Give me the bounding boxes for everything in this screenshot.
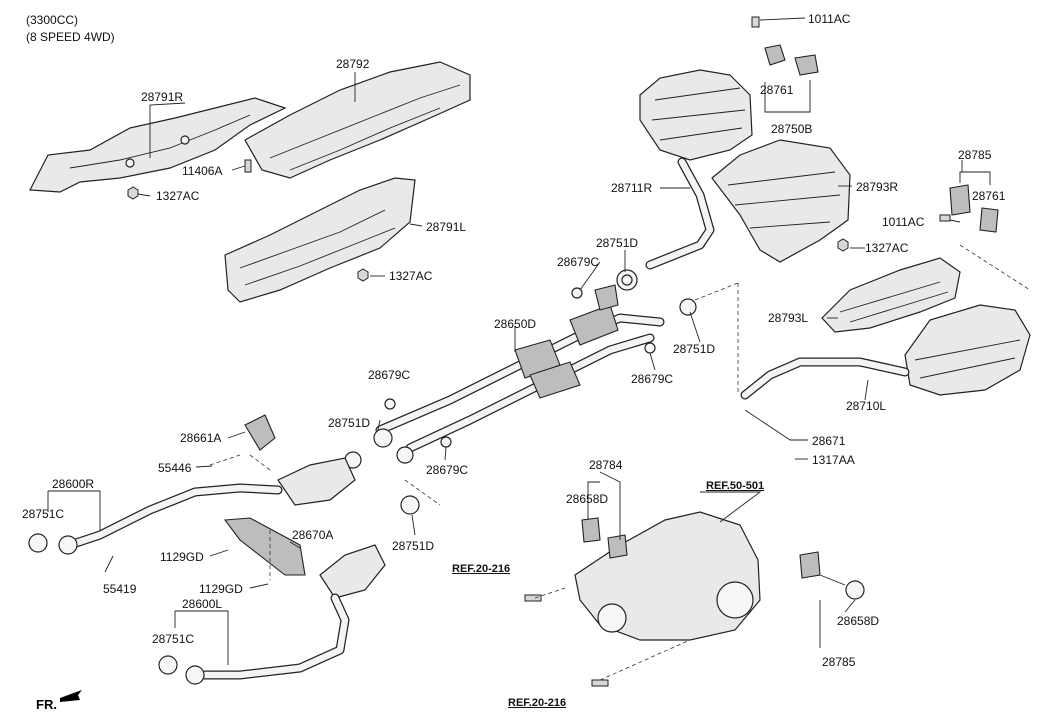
heat-shield-28792 <box>244 61 471 179</box>
reference-link-50-501[interactable]: REF.50-501 <box>706 480 765 492</box>
part-label-1327AC: 1327AC <box>389 269 433 283</box>
part-label-1129GD: 1129GD <box>199 582 243 596</box>
heat-shield-28791R <box>29 97 287 193</box>
dashed-leaders <box>209 244 1031 681</box>
reference-link-20-216[interactable]: REF.20-216 <box>508 697 567 709</box>
part-label-1129GD: 1129GD <box>160 550 204 564</box>
gaskets-center <box>344 269 697 515</box>
part-label-28785: 28785 <box>958 148 992 162</box>
part-label-28679C: 28679C <box>557 255 600 269</box>
part-label-28679C: 28679C <box>426 463 469 477</box>
heat-shield-28791L <box>224 177 416 303</box>
part-label-28793L: 28793L <box>768 311 809 325</box>
part-label-28751D: 28751D <box>328 416 371 430</box>
heat-shield-28793L <box>821 257 961 333</box>
engine-spec-label: (3300CC) <box>26 13 79 27</box>
part-label-28751D: 28751D <box>392 539 435 553</box>
part-label-28751D: 28751D <box>673 342 716 356</box>
part-label-28791R: 28791R <box>141 90 184 104</box>
part-label-28791L: 28791L <box>426 220 467 234</box>
front-pipe-28600L <box>158 517 386 685</box>
part-label-28761: 28761 <box>760 83 794 97</box>
part-label-28750B: 28750B <box>771 122 813 136</box>
part-label-28600L: 28600L <box>182 597 223 611</box>
part-label-11406A: 11406A <box>182 164 223 178</box>
part-label-1317AA: 1317AA <box>812 453 855 467</box>
part-label-28650D: 28650D <box>494 317 537 331</box>
part-label-1011AC: 1011AC <box>882 215 925 229</box>
hanger-28785-upper <box>939 171 999 233</box>
reference-link-20-216[interactable]: REF.20-216 <box>452 563 511 575</box>
part-label-28670A: 28670A <box>292 528 334 542</box>
part-label-28785: 28785 <box>822 655 856 669</box>
part-label-1327AC: 1327AC <box>156 189 200 203</box>
front-arrow-icon <box>60 690 82 702</box>
part-label-1011AC: 1011AC <box>808 12 851 26</box>
part-label-28784: 28784 <box>589 458 623 472</box>
leader-lines <box>47 17 963 665</box>
part-label-28751D: 28751D <box>596 236 639 250</box>
part-label-28658D: 28658D <box>837 614 880 628</box>
part-label-28679C: 28679C <box>368 368 411 382</box>
part-label-28793R: 28793R <box>856 180 899 194</box>
part-label-28751C: 28751C <box>152 632 195 646</box>
part-label-28711R: 28711R <box>611 181 653 195</box>
part-label-28600R: 28600R <box>52 477 95 491</box>
part-label-28661A: 28661A <box>180 431 222 445</box>
part-label-28761: 28761 <box>972 189 1006 203</box>
part-label-55419: 55419 <box>103 582 137 596</box>
part-label-55446: 55446 <box>158 461 192 475</box>
muffler-28710L <box>740 304 1031 441</box>
part-label-1327AC: 1327AC <box>865 241 909 255</box>
hanger-28750B <box>751 16 819 113</box>
center-pipe-28650D <box>375 284 665 453</box>
differential-assembly <box>524 511 865 687</box>
part-label-28751C: 28751C <box>22 507 65 521</box>
drivetrain-spec-label: (8 SPEED 4WD) <box>26 30 115 44</box>
part-label-28710L: 28710L <box>846 399 887 413</box>
heat-shield-28793R <box>711 139 851 263</box>
front-direction-label: FR. <box>36 697 57 712</box>
fasteners-upper-left <box>127 159 369 282</box>
part-label-28792: 28792 <box>336 57 370 71</box>
part-label-28658D: 28658D <box>566 492 609 506</box>
part-label-28671: 28671 <box>812 434 846 448</box>
front-pipe-28600R <box>28 414 356 555</box>
part-label-28679C: 28679C <box>631 372 674 386</box>
muffler-28711R <box>639 69 753 270</box>
